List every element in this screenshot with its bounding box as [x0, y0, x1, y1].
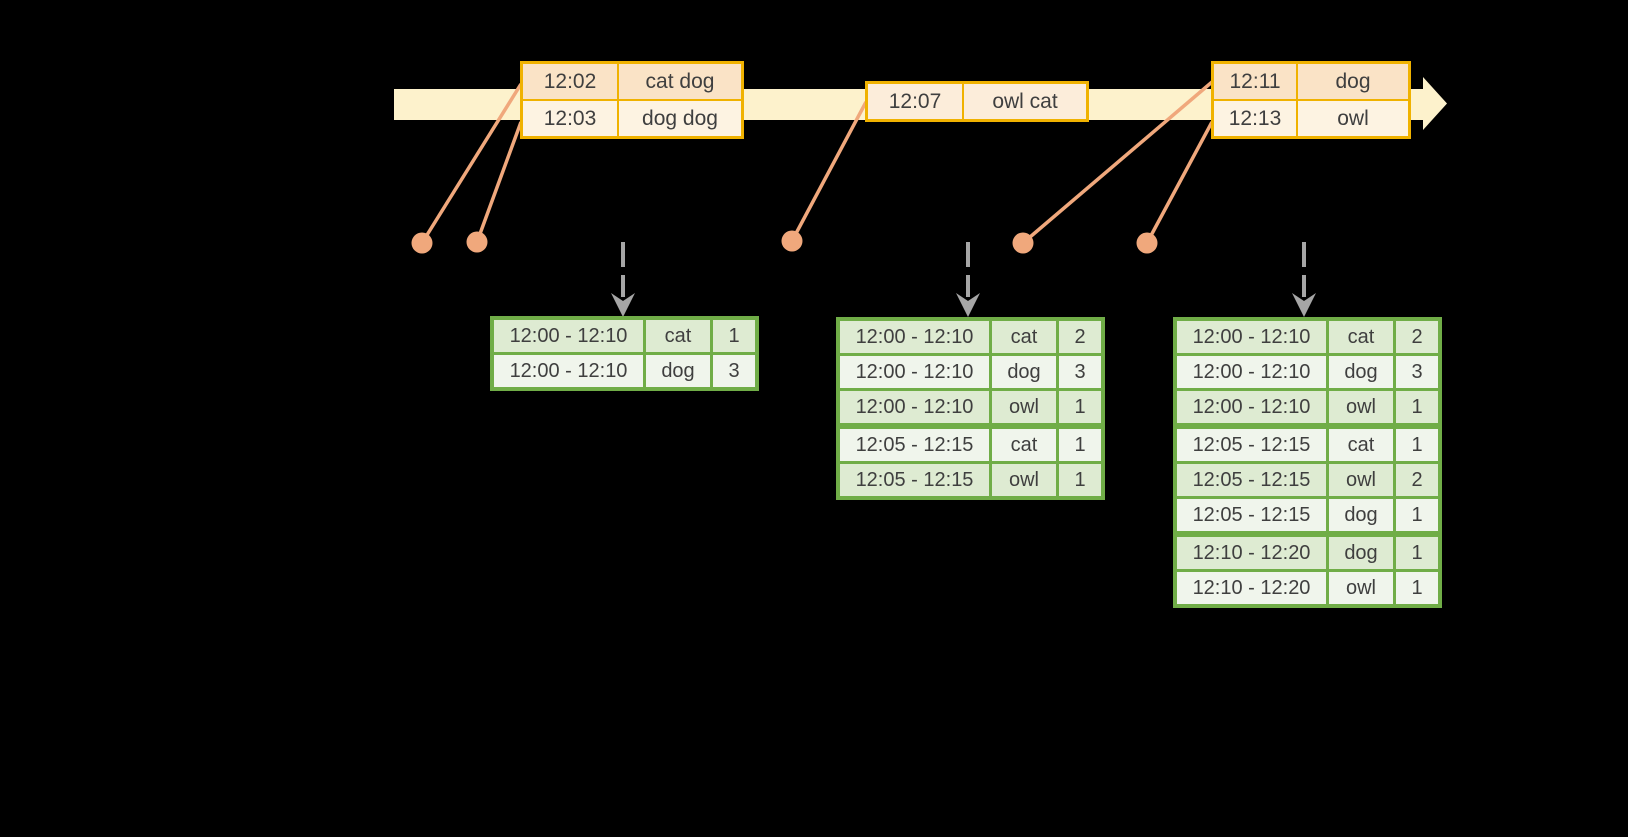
event-row-words: dog [1296, 61, 1411, 101]
result-row-window: 12:00 - 12:10 [1173, 317, 1329, 356]
result-row-count: 1 [1393, 531, 1442, 572]
result-row-count: 3 [710, 352, 759, 391]
trigger-arrow-icon [956, 242, 980, 317]
result-row-word: dog [1326, 496, 1396, 536]
event-connector-line [1145, 121, 1214, 244]
result-row-word: owl [989, 461, 1059, 500]
event-row-time: 12:02 [520, 61, 619, 101]
event-row-time: 12:13 [1211, 99, 1298, 139]
timeline-arrowhead-icon [1423, 77, 1447, 130]
result-row-window: 12:00 - 12:10 [836, 317, 992, 356]
result-row-word: dog [989, 353, 1059, 391]
event-row-time: 12:11 [1211, 61, 1298, 101]
event-row-words: dog dog [617, 99, 744, 139]
event-connector-line [790, 101, 868, 242]
result-row-window: 12:00 - 12:10 [490, 316, 646, 355]
event-connector-line [475, 121, 523, 243]
result-row-word: owl [1326, 388, 1396, 428]
result-row-window: 12:05 - 12:15 [1173, 423, 1329, 464]
result-row-window: 12:00 - 12:10 [1173, 388, 1329, 428]
event-row-time: 12:03 [520, 99, 619, 139]
result-row-count: 3 [1056, 353, 1105, 391]
result-row-window: 12:00 - 12:10 [836, 388, 992, 428]
result-row-count: 1 [1393, 388, 1442, 428]
result-row-window: 12:05 - 12:15 [1173, 496, 1329, 536]
event-dot [1136, 232, 1158, 254]
result-row-count: 1 [1056, 388, 1105, 428]
result-row-count: 1 [1393, 496, 1442, 536]
result-row-word: cat [1326, 317, 1396, 356]
result-row-count: 2 [1393, 461, 1442, 499]
result-row-window: 12:05 - 12:15 [836, 461, 992, 500]
result-row-count: 2 [1056, 317, 1105, 356]
event-row-words: owl cat [962, 81, 1089, 122]
result-row-word: dog [1326, 531, 1396, 572]
event-connector-line [1021, 80, 1214, 245]
result-row-word: cat [643, 316, 713, 355]
result-row-word: owl [989, 388, 1059, 428]
result-row-count: 1 [1056, 423, 1105, 464]
result-row-window: 12:00 - 12:10 [490, 352, 646, 391]
event-dot [466, 231, 488, 253]
trigger-arrow-icon [1292, 242, 1316, 317]
result-row-count: 1 [1393, 569, 1442, 608]
result-row-window: 12:00 - 12:10 [836, 353, 992, 391]
result-row-count: 1 [1393, 423, 1442, 464]
result-row-window: 12:05 - 12:15 [836, 423, 992, 464]
result-row-word: dog [1326, 353, 1396, 391]
result-row-word: owl [1326, 569, 1396, 608]
event-row-words: owl [1296, 99, 1411, 139]
result-row-window: 12:05 - 12:15 [1173, 461, 1329, 499]
result-row-count: 1 [1056, 461, 1105, 500]
result-row-word: cat [989, 317, 1059, 356]
result-row-word: dog [643, 352, 713, 391]
result-row-count: 3 [1393, 353, 1442, 391]
result-row-word: cat [989, 423, 1059, 464]
event-row-time: 12:07 [865, 81, 964, 122]
event-dot [781, 230, 803, 252]
event-dot [1012, 232, 1034, 254]
result-row-count: 2 [1393, 317, 1442, 356]
trigger-arrow-icon [611, 242, 635, 317]
event-dot [411, 232, 433, 254]
result-row-window: 12:10 - 12:20 [1173, 531, 1329, 572]
event-row-words: cat dog [617, 61, 744, 101]
result-row-window: 12:00 - 12:10 [1173, 353, 1329, 391]
result-row-count: 1 [710, 316, 759, 355]
result-row-word: owl [1326, 461, 1396, 499]
result-row-window: 12:10 - 12:20 [1173, 569, 1329, 608]
result-row-word: cat [1326, 423, 1396, 464]
event-connector-line [420, 83, 523, 244]
